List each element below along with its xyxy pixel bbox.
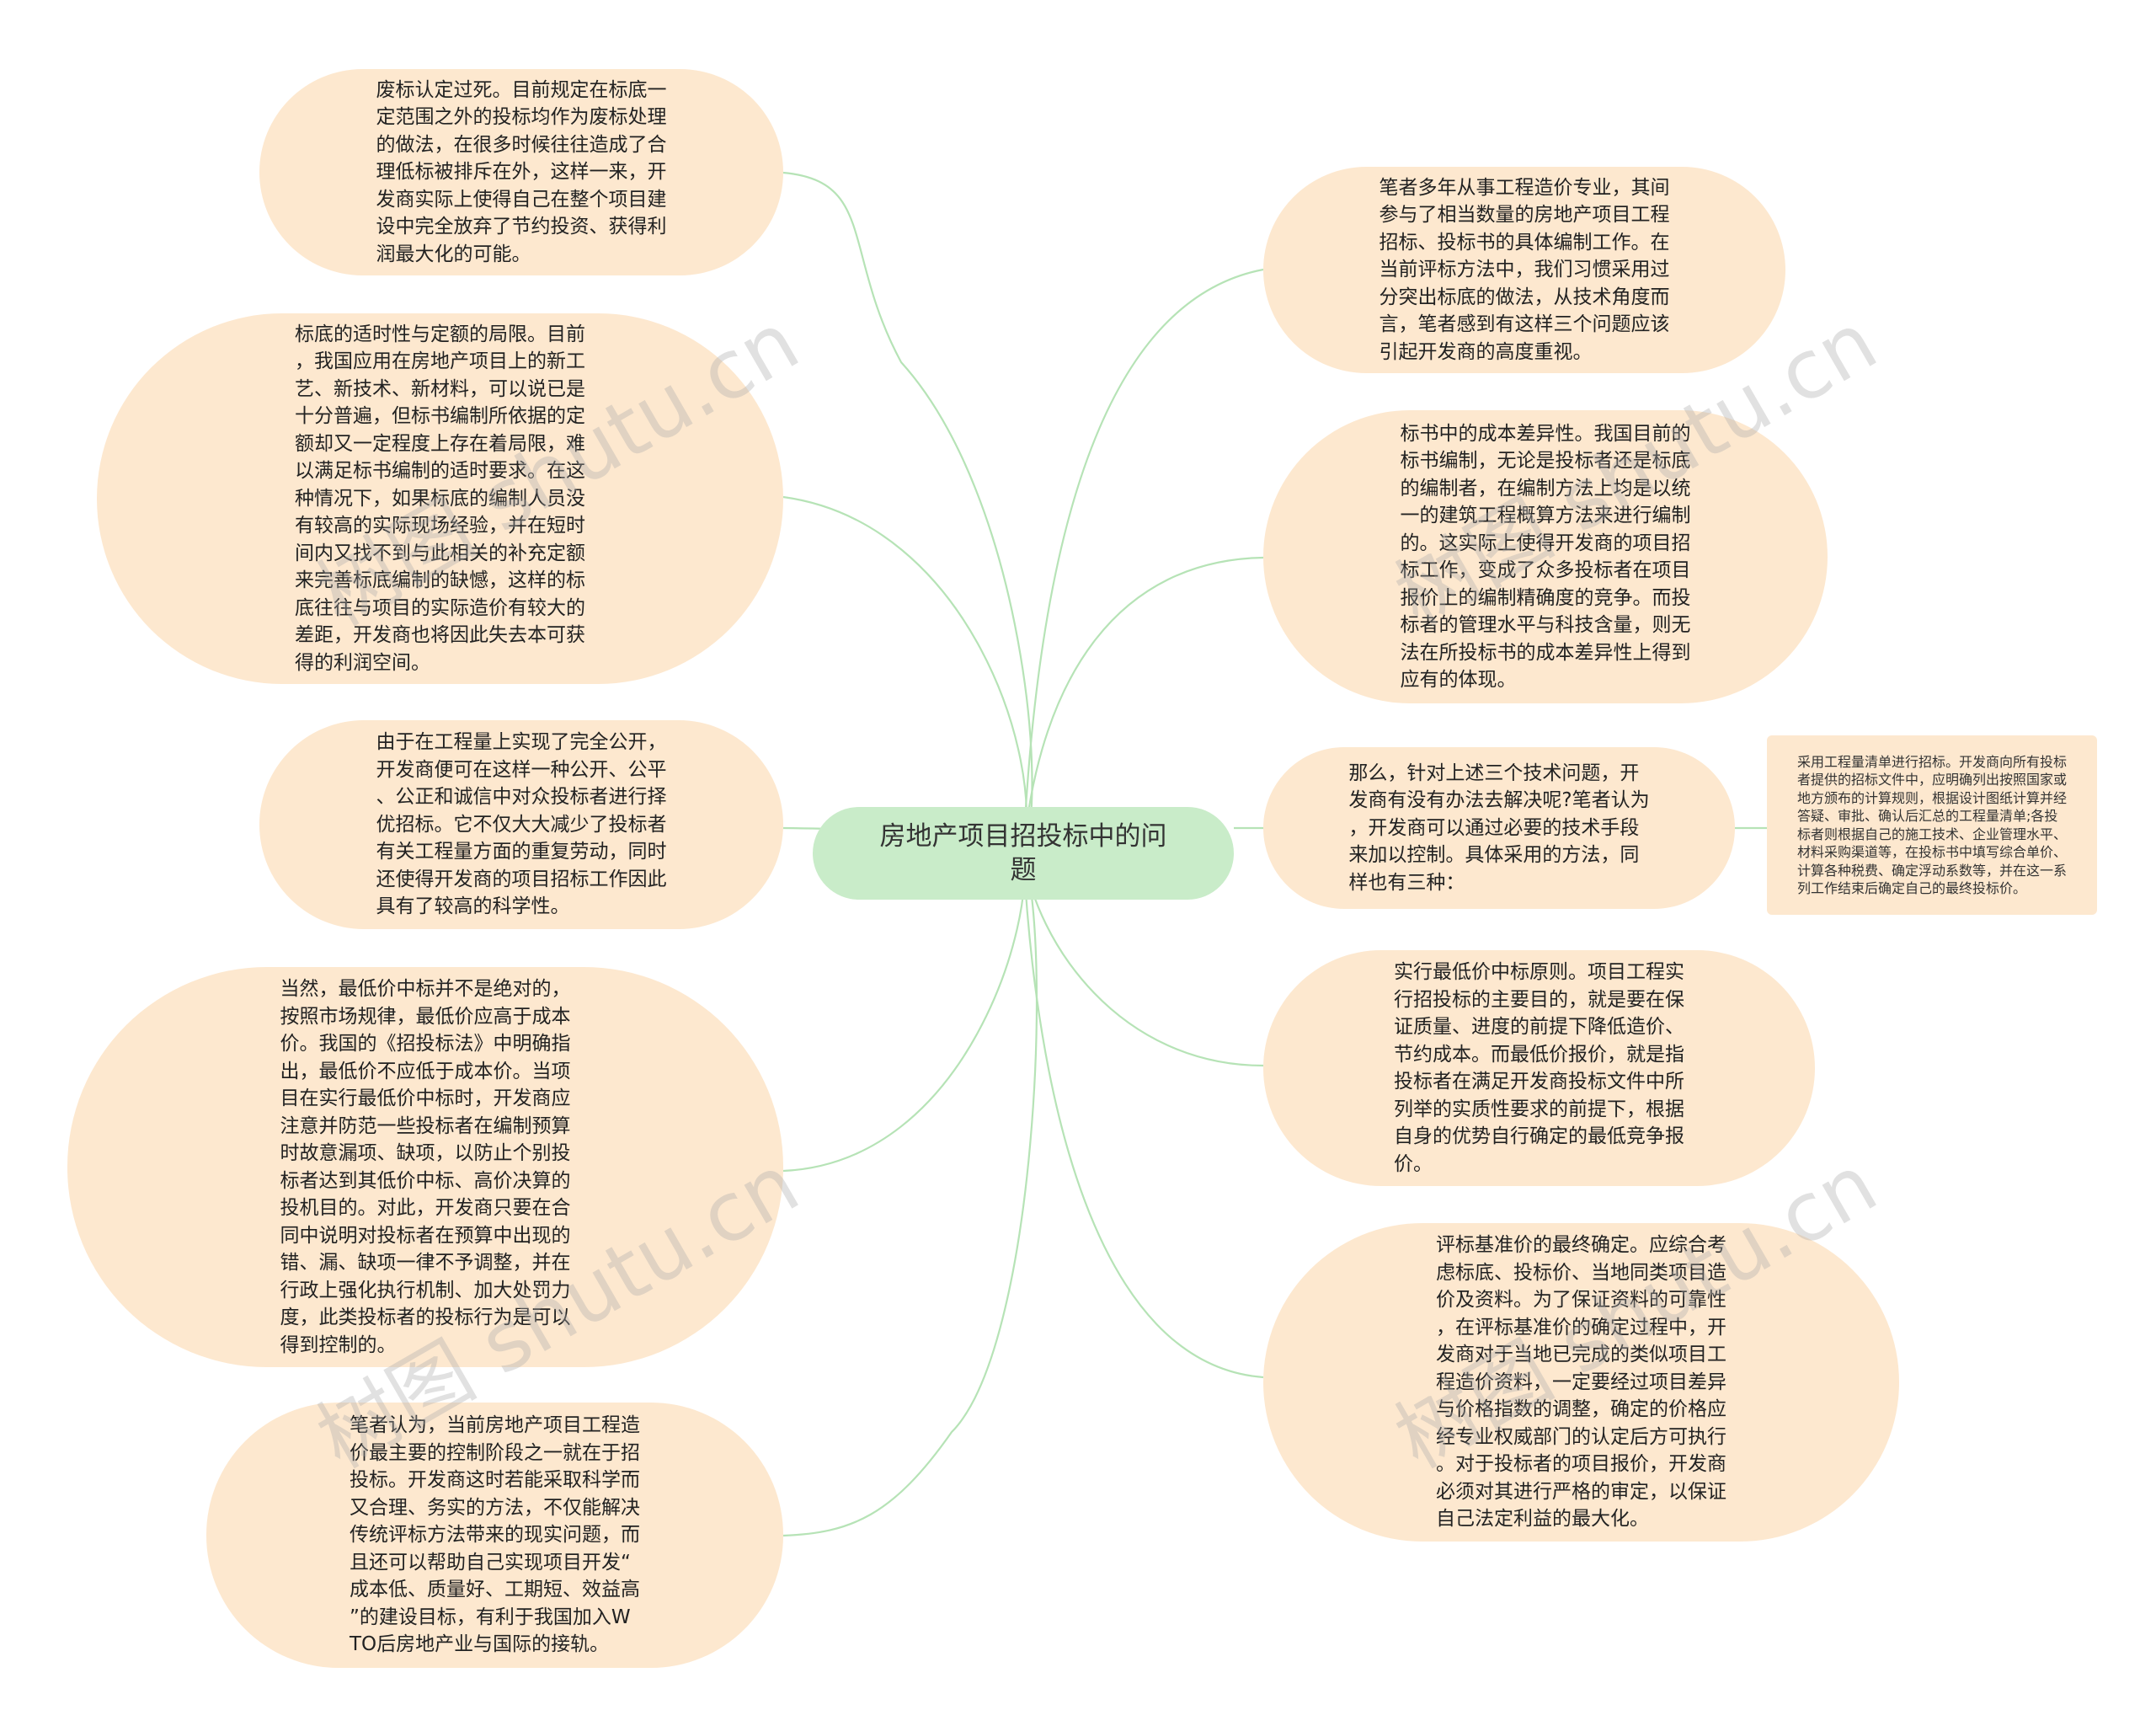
side-note: 采用工程量清单进行招标。开发商向所有投标 者提供的招标文件中，应明确列出按照国家… [1767, 735, 2097, 915]
right-node-3-text: 那么，针对上述三个技术问题，开 发商有没有办法去解决呢?笔者认为 ，开发商可以通… [1348, 761, 1650, 894]
central-topic-text: 房地产项目招投标中的问 题 [879, 821, 1167, 885]
right-node-4-text: 实行最低价中标原则。项目工程实 行招投标的主要目的，就是要在保 证质量、进度的前… [1394, 961, 1684, 1175]
left-node-2-text: 标底的适时性与定额的局限。目前 ，我国应用在房地产项目上的新工 艺、新技术、新材… [295, 323, 585, 674]
left-node-5: 笔者认为，当前房地产项目工程造 价最主要的控制阶段之一就在于招 投标。开发商这时… [206, 1403, 783, 1668]
left-node-3: 由于在工程量上实现了完全公开， 开发商便可在这样一种公开、公平 、公正和诚信中对… [259, 720, 783, 929]
side-note-text: 采用工程量清单进行招标。开发商向所有投标 者提供的招标文件中，应明确列出按照国家… [1796, 753, 2067, 897]
connector-right-2 [1022, 556, 1264, 853]
left-node-2: 标底的适时性与定额的局限。目前 ，我国应用在房地产项目上的新工 艺、新技术、新材… [97, 313, 783, 684]
left-node-1: 废标认定过死。目前规定在标底一 定范围之外的投标均作为废标处理 的做法，在很多时… [259, 69, 783, 275]
connector-left-4 [782, 852, 1026, 1173]
connector-right-5 [1022, 852, 1264, 1379]
left-node-4-text: 当然，最低价中标并不是绝对的， 按照市场规律，最低价应高于成本 价。我国的《招投… [280, 978, 571, 1356]
left-node-1-text: 废标认定过死。目前规定在标底一 定范围之外的投标均作为废标处理 的做法，在很多时… [376, 78, 667, 265]
connector-left-1 [782, 171, 1033, 853]
central-topic: 房地产项目招投标中的问 题 [813, 807, 1234, 900]
left-node-4: 当然，最低价中标并不是绝对的， 按照市场规律，最低价应高于成本 价。我国的《招投… [67, 967, 783, 1367]
connector-right-1 [1022, 268, 1264, 853]
right-node-5-text: 评标基准价的最终确定。应综合考 虑标底、投标价、当地同类项目造 价及资料。为了保… [1436, 1234, 1726, 1531]
right-node-3: 那么，针对上述三个技术问题，开 发商有没有办法去解决呢?笔者认为 ，开发商可以通… [1263, 747, 1735, 909]
connector-left-5 [782, 852, 1038, 1537]
right-node-2-text: 标书中的成本差异性。我国目前的 标书编制，无论是投标者还是标底 的编制者，在编制… [1400, 422, 1691, 692]
right-node-5: 评标基准价的最终确定。应综合考 虑标底、投标价、当地同类项目造 价及资料。为了保… [1263, 1223, 1899, 1542]
left-node-3-text: 由于在工程量上实现了完全公开， 开发商便可在这样一种公开、公平 、公正和诚信中对… [376, 731, 667, 918]
connector-left-2 [782, 495, 1028, 853]
right-node-2: 标书中的成本差异性。我国目前的 标书编制，无论是投标者还是标底 的编制者，在编制… [1263, 410, 1828, 703]
left-node-5-text: 笔者认为，当前房地产项目工程造 价最主要的控制阶段之一就在于招 投标。开发商这时… [350, 1414, 640, 1656]
right-node-1: 笔者多年从事工程造价专业，其间 参与了相当数量的房地产项目工程 招标、投标书的具… [1263, 167, 1785, 373]
right-node-1-text: 笔者多年从事工程造价专业，其间 参与了相当数量的房地产项目工程 招标、投标书的具… [1379, 176, 1670, 363]
right-node-4: 实行最低价中标原则。项目工程实 行招投标的主要目的，就是要在保 证质量、进度的前… [1263, 950, 1815, 1186]
